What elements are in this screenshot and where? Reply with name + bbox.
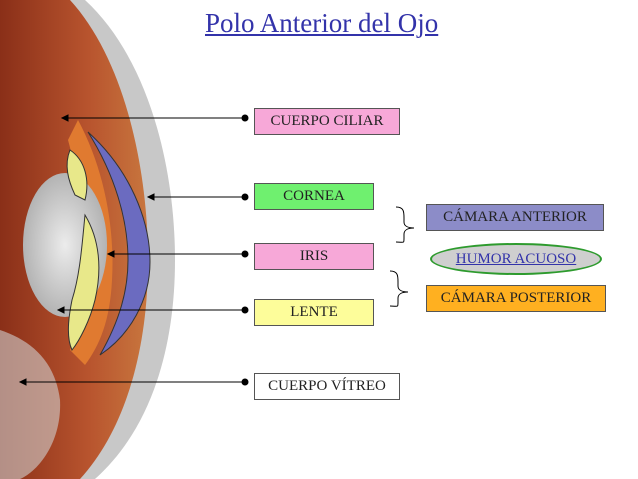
- label-cornea: CORNEA: [254, 183, 374, 210]
- label-camara-posterior: CÁMARA POSTERIOR: [426, 285, 606, 312]
- brace-lower: [389, 270, 409, 307]
- arrowhead-lente: [56, 306, 65, 314]
- dot-cuerpo-vitreo: [241, 378, 249, 386]
- brace-upper: [395, 206, 415, 243]
- arrowhead-cuerpo-vitreo: [18, 378, 27, 386]
- dot-iris: [241, 250, 249, 258]
- dot-cuerpo-ciliar: [241, 114, 249, 122]
- arrowhead-cuerpo-ciliar: [60, 114, 69, 122]
- label-humor-acuoso: HUMOR ACUOSO: [430, 243, 602, 275]
- label-lente: LENTE: [254, 299, 374, 326]
- label-camara-anterior: CÁMARA ANTERIOR: [426, 204, 604, 231]
- arrowhead-cornea: [146, 193, 155, 201]
- dot-lente: [241, 306, 249, 314]
- arrowhead-iris: [106, 250, 115, 258]
- vitreous-shape: [0, 330, 61, 479]
- iris-upper-shape: [66, 149, 88, 201]
- label-cuerpo-ciliar: CUERPO CILIAR: [254, 108, 400, 135]
- cornea-shape: [87, 131, 151, 356]
- iris-lower-shape: [67, 213, 100, 351]
- label-iris: IRIS: [254, 243, 374, 270]
- dot-cornea: [241, 193, 249, 201]
- page-title: Polo Anterior del Ojo: [205, 8, 439, 38]
- label-cuerpo-vitreo: CUERPO VÍTREO: [254, 373, 400, 400]
